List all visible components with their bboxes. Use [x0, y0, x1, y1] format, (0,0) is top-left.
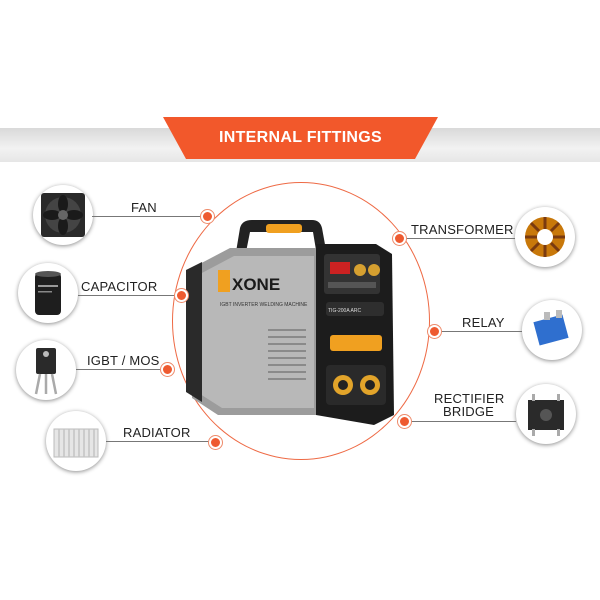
welding-machine-image: XONE IGBT INVERTER WELDING MACHINE TIG-2…: [178, 210, 418, 440]
rectifier-bridge-icon: [528, 394, 564, 436]
rectifier-connector: [405, 421, 516, 422]
title-banner: INTERNAL FITTINGS: [163, 117, 438, 159]
capacitor-connector: [78, 295, 181, 296]
rectifier-dot: [398, 415, 411, 428]
fan-label: FAN: [131, 200, 157, 215]
radiator-icon: [53, 428, 99, 458]
capacitor-icon: [35, 271, 61, 315]
relay-label: RELAY: [462, 315, 505, 330]
relay-connector: [437, 331, 522, 332]
transformer-icon: [525, 217, 565, 257]
capacitor-label: CAPACITOR: [81, 279, 158, 294]
relay-icon: [533, 310, 569, 346]
page-title: INTERNAL FITTINGS: [218, 129, 383, 146]
transformer-dot: [393, 232, 406, 245]
radiator-label: RADIATOR: [123, 425, 191, 440]
transformer-connector: [398, 238, 515, 239]
fan-connector: [92, 216, 207, 217]
igbt-dot: [161, 363, 174, 376]
capacitor-thumbnail: [18, 263, 78, 323]
igbt-connector: [76, 369, 167, 370]
feature-circle: [172, 182, 430, 460]
machine-model: TIG-200A ARC: [328, 308, 361, 314]
radiator-connector: [106, 441, 214, 442]
igbt-label: IGBT / MOS: [87, 353, 160, 368]
relay-thumbnail: [522, 300, 582, 360]
transformer-label: TRANSFORMER: [411, 222, 514, 237]
igbt-icon: [34, 348, 58, 395]
fan-icon: [41, 193, 85, 237]
relay-dot: [428, 325, 441, 338]
rectifier-thumbnail: [516, 384, 576, 444]
igbt-thumbnail: [16, 340, 76, 400]
radiator-thumbnail: [46, 411, 106, 471]
machine-brand-logo: XONE: [232, 275, 280, 294]
transformer-thumbnail: [515, 207, 575, 267]
capacitor-dot: [175, 289, 188, 302]
radiator-dot: [209, 436, 222, 449]
machine-subtitle: IGBT INVERTER WELDING MACHINE: [220, 302, 308, 308]
fan-thumbnail: [33, 185, 93, 245]
fan-dot: [201, 210, 214, 223]
rectifier-label-line1: RECTIFIER: [434, 391, 505, 406]
rectifier-label-line2: BRIDGE: [443, 404, 495, 419]
